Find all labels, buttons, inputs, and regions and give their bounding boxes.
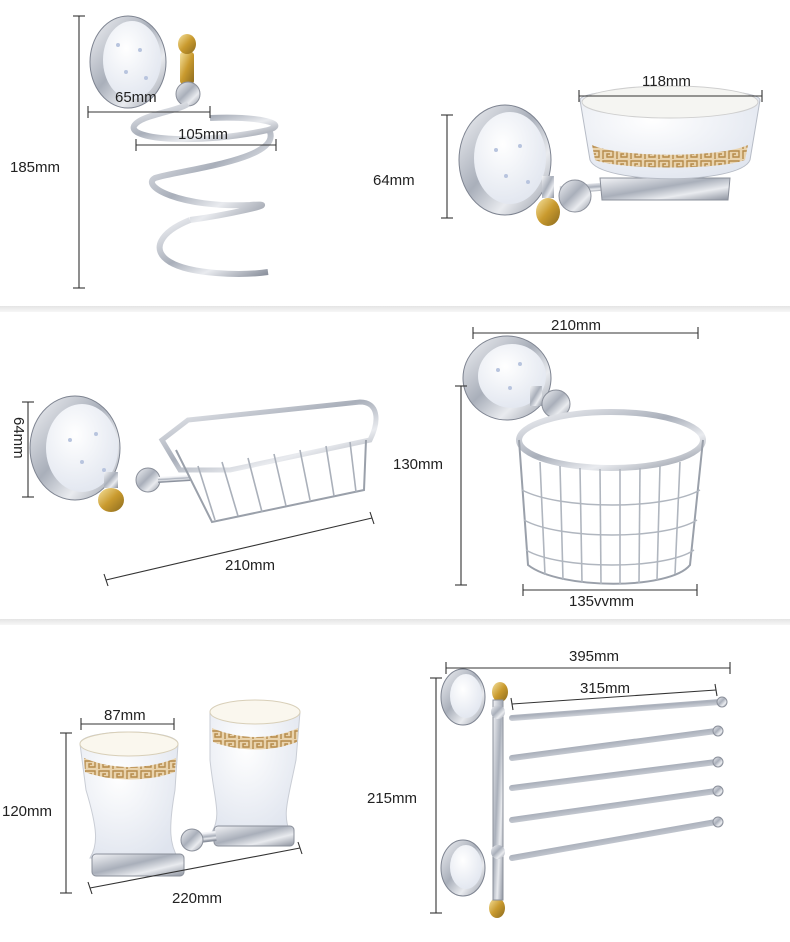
- paper-holder-dimensions: [455, 327, 699, 596]
- soap-dish-image: [458, 85, 761, 226]
- soap-basket-length-label: 210mm: [225, 557, 275, 574]
- soap-basket-dimensions: [22, 401, 375, 587]
- towel-rack-dimensions: [430, 662, 731, 914]
- double-tumbler-dimensions: [60, 718, 303, 895]
- hair-dryer-ring-label: 105mm: [178, 126, 228, 143]
- soap-basket-height-label: 64mm: [10, 417, 27, 459]
- soap-dish-diameter-label: 118mm: [642, 73, 691, 90]
- divider: [0, 306, 790, 312]
- hair-dryer-holder-image: [89, 15, 279, 277]
- hair-dryer-depth-label: 65mm: [115, 89, 157, 106]
- double-tumbler-height-label: 120mm: [2, 803, 52, 820]
- soap-dish-dimensions: [441, 90, 763, 219]
- soap-dish-height-label: 64mm: [373, 172, 415, 189]
- paper-holder-basket-label: 135vvmm: [569, 593, 634, 610]
- towel-rack-height-label: 215mm: [367, 790, 417, 807]
- double-tumbler-cup-label: 87mm: [104, 707, 146, 724]
- hair-dryer-dimensions: [73, 15, 277, 289]
- towel-rack-image: [440, 668, 728, 918]
- paper-holder-image: [462, 335, 706, 585]
- divider: [0, 619, 790, 625]
- paper-holder-width-label: 210mm: [551, 317, 601, 334]
- double-tumbler-length-label: 220mm: [172, 890, 222, 907]
- towel-rack-outer-label: 395mm: [569, 648, 619, 665]
- double-tumbler-image: [79, 699, 301, 877]
- towel-rack-inner-label: 315mm: [580, 680, 630, 697]
- soap-basket-image: [29, 395, 379, 524]
- paper-holder-height-label: 130mm: [393, 456, 443, 473]
- hair-dryer-height-label: 185mm: [10, 159, 60, 176]
